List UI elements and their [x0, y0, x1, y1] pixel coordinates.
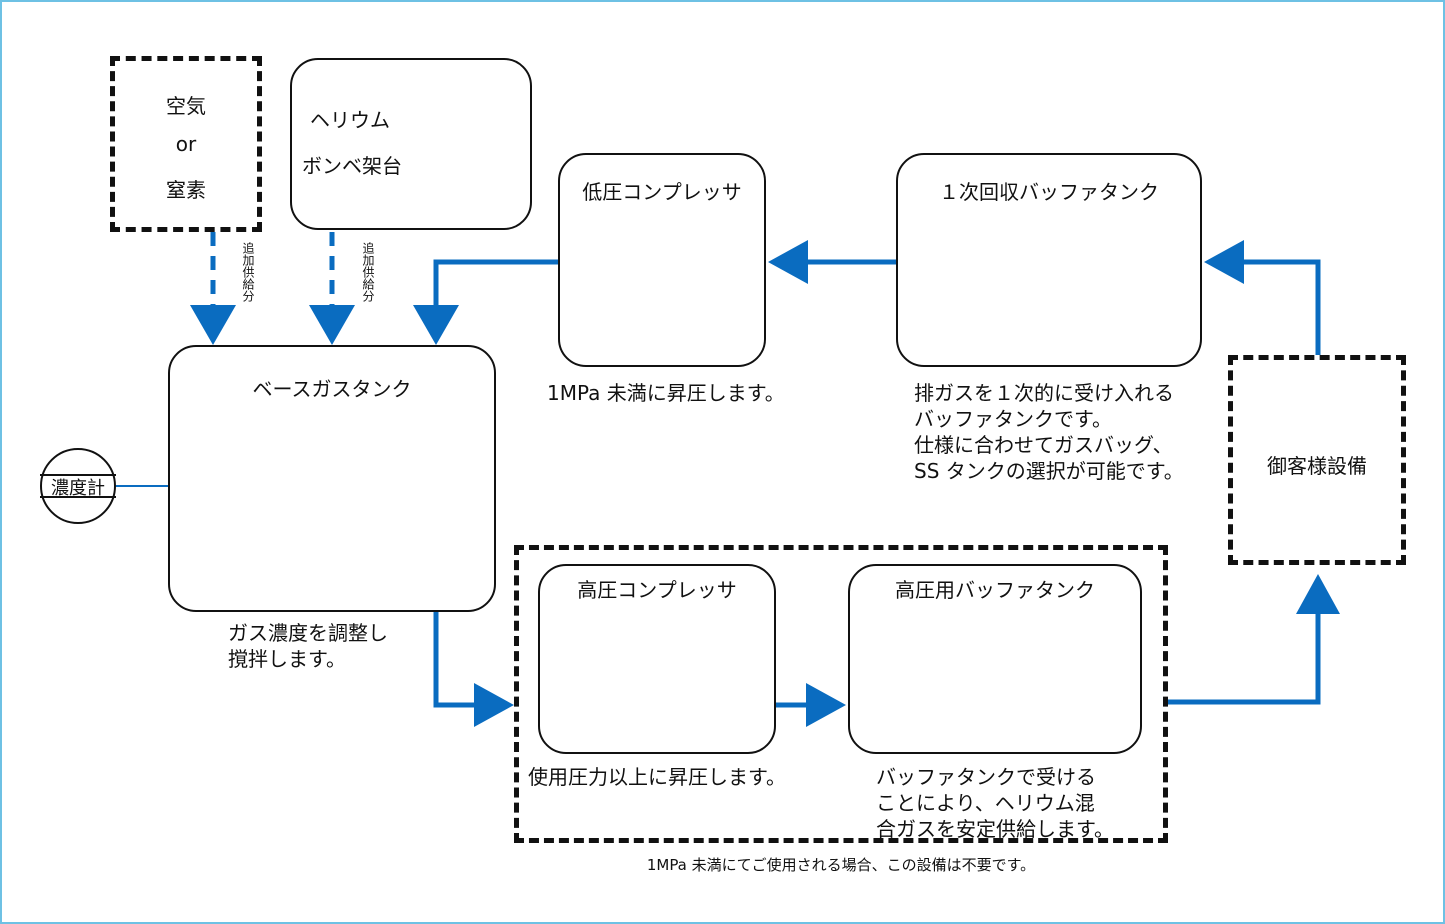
low-compressor-note: 1MPa 未満に昇圧します。	[547, 381, 785, 405]
recovery-buffer-tank-box	[896, 153, 1202, 367]
high-compressor-box	[538, 564, 776, 754]
supply-arrowhead-air	[190, 305, 236, 345]
low-compressor-title: 低圧コンプレッサ	[582, 180, 742, 204]
high-buffer-note-1: バッファタンクで受ける	[876, 765, 1096, 789]
air-label: 空気	[166, 94, 206, 118]
supply-label-left: 追加供給分	[241, 242, 255, 302]
recovery-tank-note-4: SS タンクの選択が可能です。	[914, 459, 1184, 483]
flow-arrowhead-buffer-to-customer	[1296, 574, 1340, 614]
base-tank-note-2: 撹拌します。	[228, 647, 346, 671]
flow-line-low-to-base	[433, 259, 558, 308]
or-label: or	[175, 132, 197, 156]
supply-arrowhead-helium	[309, 305, 355, 345]
densitometer-gauge	[40, 448, 116, 524]
high-buffer-note-3: 合ガスを安定供給します。	[876, 817, 1114, 841]
air-nitrogen-source-box	[110, 56, 262, 232]
base-tank-note-1: ガス濃度を調整し	[228, 621, 388, 645]
flow-arrowhead-recovery-to-low	[768, 240, 808, 284]
flow-line-base-to-high	[433, 612, 480, 708]
recovery-tank-note-2: バッファタンクです。	[914, 407, 1112, 431]
cylinder-rack-label: ボンベ架台	[302, 154, 402, 178]
base-gas-tank-box	[168, 345, 496, 612]
flow-line-customer-to-recovery	[1236, 259, 1321, 355]
low-compressor-box	[558, 153, 766, 367]
high-buffer-note-2: ことにより、ヘリウム混	[876, 791, 1095, 815]
flow-arrowhead-low-to-base	[413, 305, 459, 345]
high-compressor-title: 高圧コンプレッサ	[577, 578, 737, 602]
densitometer-label: 濃度計	[51, 478, 105, 499]
optional-high-pressure-section	[514, 545, 1168, 843]
flow-arrowhead-customer-to-recovery	[1204, 240, 1244, 284]
optional-section-note: 1MPa 未満にてご使用される場合、この設備は不要です。	[646, 856, 1036, 874]
high-pressure-buffer-tank-box	[848, 564, 1142, 754]
helium-label: ヘリウム	[310, 108, 390, 132]
flow-line-buffer-to-customer	[1166, 610, 1321, 705]
nitrogen-label: 窒素	[166, 178, 206, 202]
recovery-tank-note-1: 排ガスを１次的に受け入れる	[914, 381, 1174, 405]
recovery-tank-note-3: 仕様に合わせてガスバッグ、	[914, 433, 1173, 457]
recovery-buffer-tank-title: １次回収バッファタンク	[939, 180, 1159, 204]
flow-arrowhead-base-to-high	[474, 683, 514, 727]
high-pressure-buffer-tank-title: 高圧用バッファタンク	[895, 578, 1095, 602]
flow-arrowhead-high-to-buffer	[806, 683, 846, 727]
customer-equipment-title: 御客様設備	[1267, 454, 1367, 478]
helium-cylinder-box	[290, 58, 532, 230]
high-compressor-note: 使用圧力以上に昇圧します。	[528, 765, 786, 789]
customer-equipment-box	[1228, 355, 1406, 565]
supply-label-right: 追加供給分	[361, 242, 375, 302]
base-gas-tank-title: ベースガスタンク	[252, 377, 412, 401]
